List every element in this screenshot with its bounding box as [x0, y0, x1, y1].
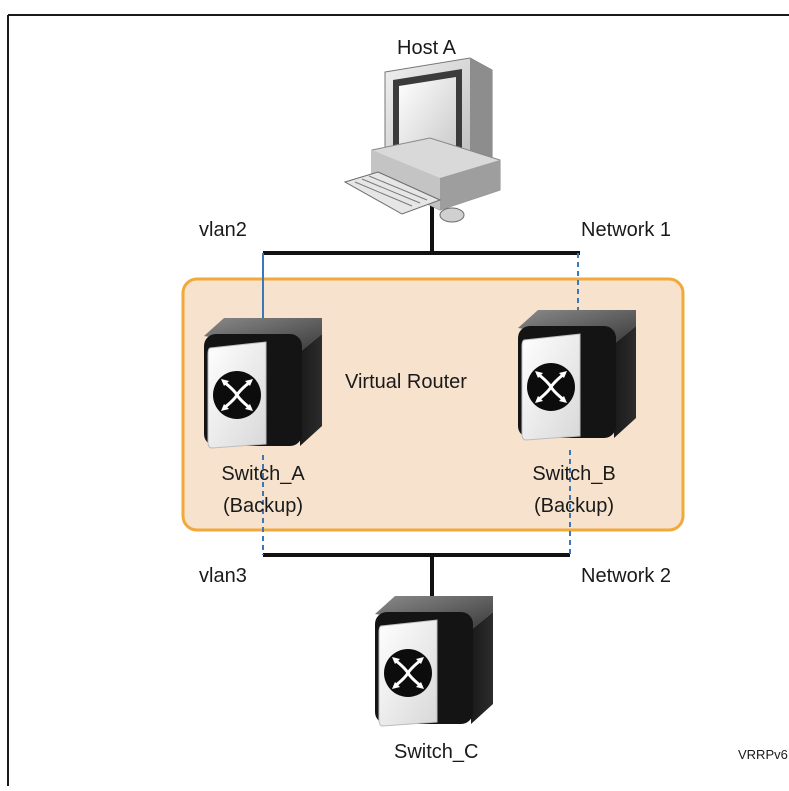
computer-icon	[343, 57, 501, 223]
switch-b-role: (Backup)	[533, 495, 615, 517]
vlan3-label: vlan3	[199, 565, 247, 587]
vlan2-label: vlan2	[199, 219, 247, 241]
switch-a-icon	[202, 316, 324, 450]
switch-a-role: (Backup)	[222, 495, 304, 517]
switch-b-name: Switch_B	[532, 463, 616, 485]
switch-c-icon	[373, 594, 495, 728]
figure-id: VRRPv6	[738, 748, 788, 761]
switch-a-name: Switch_A	[221, 463, 305, 485]
network-1-label: Network 1	[581, 219, 672, 241]
host-label: Host A	[397, 37, 456, 59]
network-2-label: Network 2	[581, 565, 672, 587]
switch-c-name: Switch_C	[394, 741, 479, 763]
switch-b-icon	[516, 308, 638, 442]
virtual-router-label: Virtual Router	[345, 371, 467, 393]
